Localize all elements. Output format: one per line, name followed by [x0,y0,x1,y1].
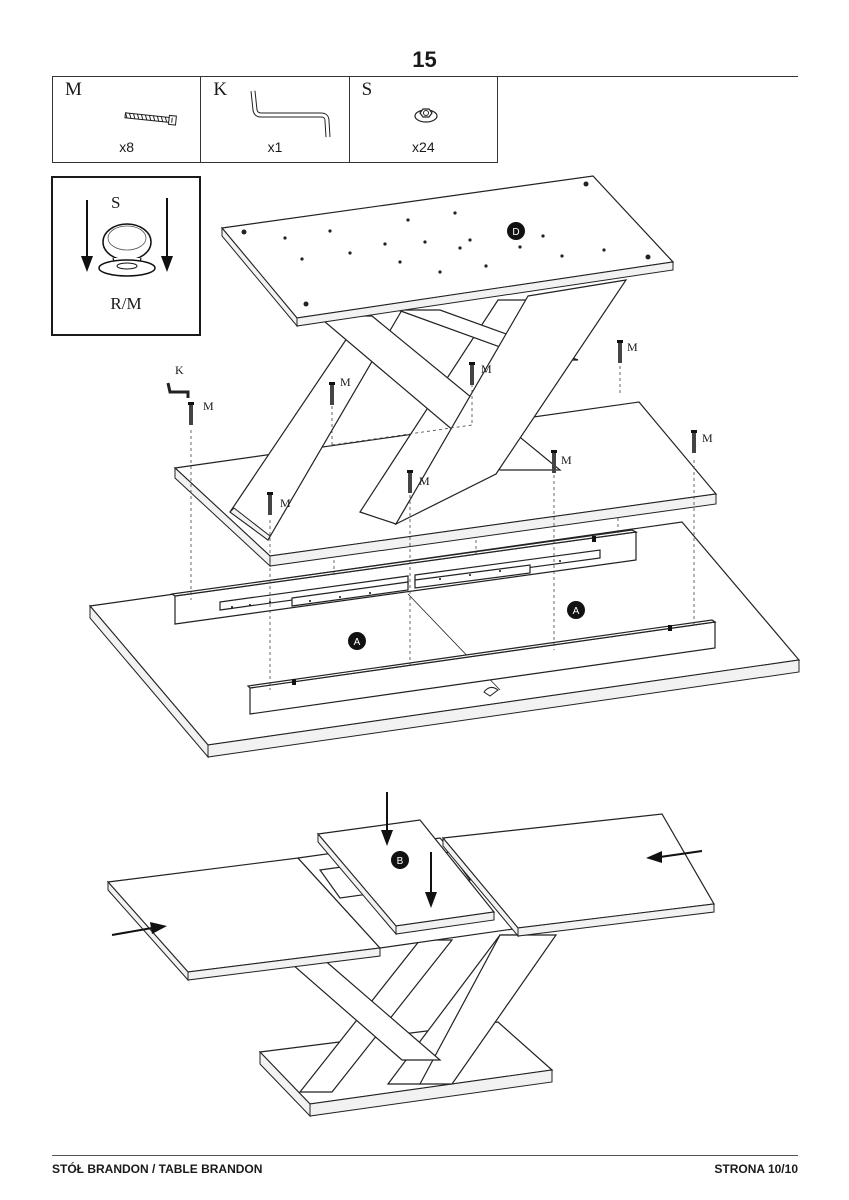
cap-press-icon [81,198,173,277]
screw-icon [267,492,273,515]
screw-icon [407,470,413,493]
screw-icon [551,450,557,473]
rail-front [246,619,717,715]
part-letter: M [65,79,82,100]
allen-key-icon [166,382,190,398]
part-letter: K [213,79,228,100]
step-number: 15 [412,47,437,72]
screw-label: M [481,362,492,376]
screw-icon [188,402,194,425]
screw-icon [329,382,335,405]
screw-label: M [702,431,713,445]
screw-label: M [561,453,572,467]
part-quantity: x8 [119,139,135,155]
header-divider [52,76,798,77]
assembled-table [106,792,715,1118]
allen-key-icon [250,90,331,138]
part-quantity: x1 [267,139,283,155]
badge-a: A [567,601,585,619]
footer-product-name: STÓŁ BRANDON / TABLE BRANDON [52,1162,263,1176]
badge-b: B [391,851,409,869]
screw-icon [124,112,177,126]
screw-label: M [627,340,638,354]
screw-icon [691,430,697,453]
screw-label: M [340,375,351,389]
key-label: K [175,363,184,377]
badge-d: D [507,222,525,240]
assembly-drawing: .ln { stroke:#222; stroke-width:1.2; fil… [88,175,801,1118]
guide-lines [190,360,695,690]
slide-runners [219,549,601,611]
screws-m [188,340,697,515]
top-plate-d [220,175,675,328]
cap-icon [414,108,438,123]
part-quantity: x24 [412,139,435,155]
detail-label-s: S [111,193,121,212]
detail-label-rm: R/M [110,294,142,313]
badge-letter: B [397,856,404,867]
screw-icon [469,362,475,385]
footer-page-number: STRONA 10/10 [714,1162,798,1176]
badge-letter: A [573,606,580,617]
detail-box: S R/M [51,176,201,336]
x-legs [229,279,628,541]
badge-letter: D [512,227,519,238]
screw-label: M [419,474,430,488]
badge-a: A [348,632,366,650]
screw-icon [617,340,623,363]
part-cell-k: K x1 [201,77,350,162]
parts-table: M x8 K x1 S x24 [52,77,498,163]
screw-label: M [203,399,214,413]
part-letter: S [361,79,373,100]
part-cell-m: M x8 [53,77,202,162]
part-cell-s: S x24 [350,77,497,162]
screw-label: M [280,496,291,510]
badge-letter: A [354,637,361,648]
footer-divider [52,1155,798,1156]
